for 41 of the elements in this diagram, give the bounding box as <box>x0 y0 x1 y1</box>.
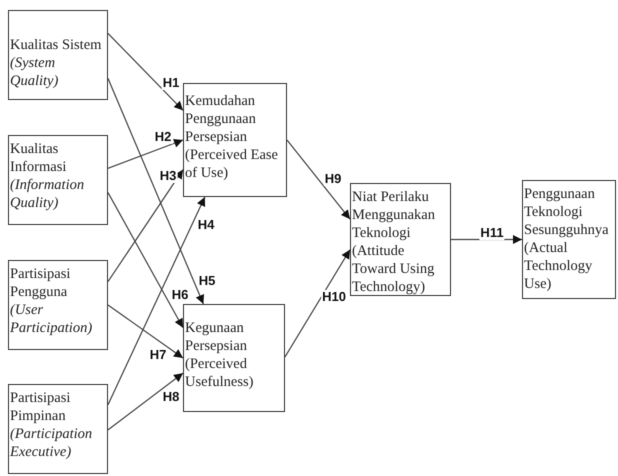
construct-label: Kegunaan Persepsian (Perceived Usefulness) <box>185 319 254 391</box>
arrow <box>107 78 204 304</box>
hypothesis-label: H4 <box>196 218 216 232</box>
construct-label: (System Quality) <box>10 54 60 90</box>
hypothesis-label: H7 <box>148 348 168 362</box>
construct-label: Kemudahan Penggunaan Persepsian (Perceived Ease of Use) <box>185 92 279 182</box>
arrow <box>286 140 350 220</box>
construct-box <box>8 10 108 100</box>
arrow <box>108 138 184 169</box>
construct-label: Partisipasi Pengguna <box>10 265 72 301</box>
construct-label: (Participation Executive) <box>10 425 94 461</box>
hypothesis-label: H9 <box>324 172 342 186</box>
construct-box <box>8 260 108 350</box>
construct-box <box>183 83 287 197</box>
construct-label: Penggunaan Teknologi Sesungguhnya (Actual Technology Use) <box>524 185 610 293</box>
construct-label: (Information Quality) <box>10 176 86 212</box>
arrow <box>107 196 206 405</box>
construct-label: Niat Perilaku Menggunakan Teknologi (Attitude Toward Using Technology) <box>352 188 436 296</box>
construct-label: (User Participation) <box>10 301 94 337</box>
construct-box <box>8 135 108 225</box>
arrow <box>108 372 184 430</box>
hypothesis-label: H8 <box>162 390 180 404</box>
construct-box <box>522 180 616 299</box>
hypothesis-label: H11 <box>479 226 505 240</box>
arrow <box>284 249 351 358</box>
hypothesis-label: H3 <box>158 169 178 183</box>
construct-box <box>8 384 108 474</box>
arrow <box>107 192 184 328</box>
hypothesis-label: H5 <box>198 274 216 288</box>
hypothesis-label: H6 <box>170 288 190 302</box>
arrow <box>108 169 184 282</box>
construct-label: Kualitas Sistem <box>10 36 102 54</box>
arrow <box>108 304 184 358</box>
arrow <box>108 32 184 111</box>
hypothesis-label: H10 <box>321 290 347 304</box>
hypothesis-label: H1 <box>162 76 180 90</box>
construct-label: Partisipasi Pimpinan <box>10 389 72 425</box>
construct-box <box>350 183 451 296</box>
construct-label: Kualitas Informasi <box>10 140 68 176</box>
construct-box <box>183 304 285 412</box>
hypothesis-label: H2 <box>154 130 172 144</box>
